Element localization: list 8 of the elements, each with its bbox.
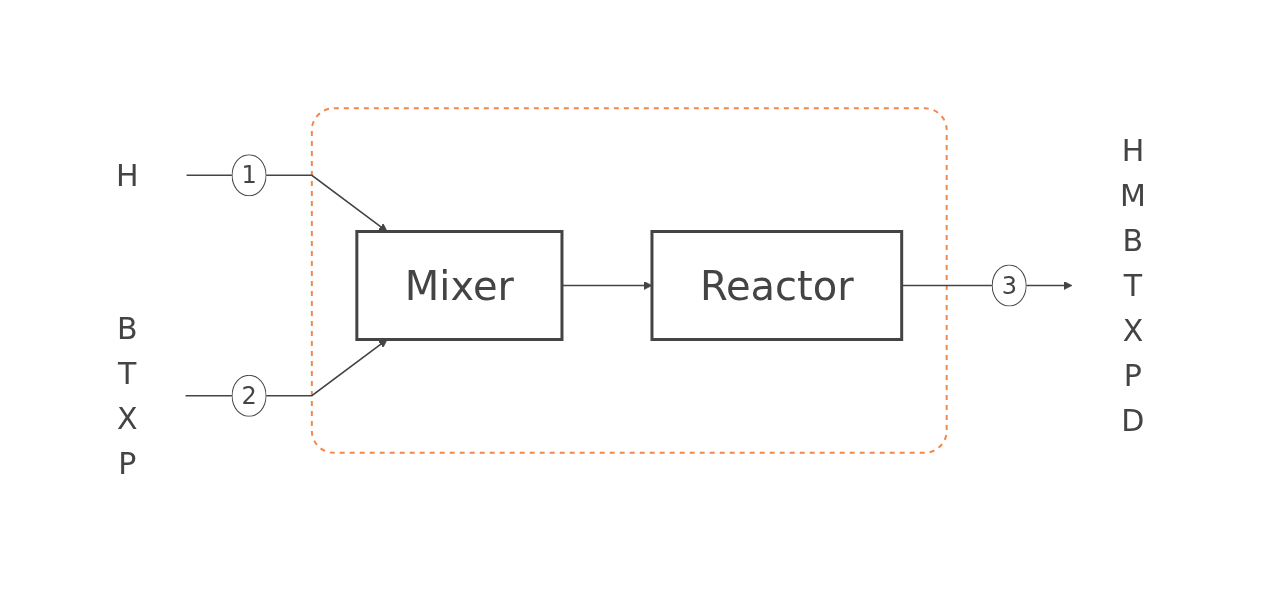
node-box: Reactor [650, 229, 904, 341]
edge-label: 1 [241, 160, 257, 189]
node-text: H [116, 157, 139, 193]
edge-label: 2 [241, 381, 257, 410]
node-text: H M B T X P D [1120, 132, 1146, 438]
node-text: B T X P [117, 310, 138, 481]
edge-label: 3 [1001, 271, 1018, 300]
node-box: Mixer [355, 229, 564, 341]
